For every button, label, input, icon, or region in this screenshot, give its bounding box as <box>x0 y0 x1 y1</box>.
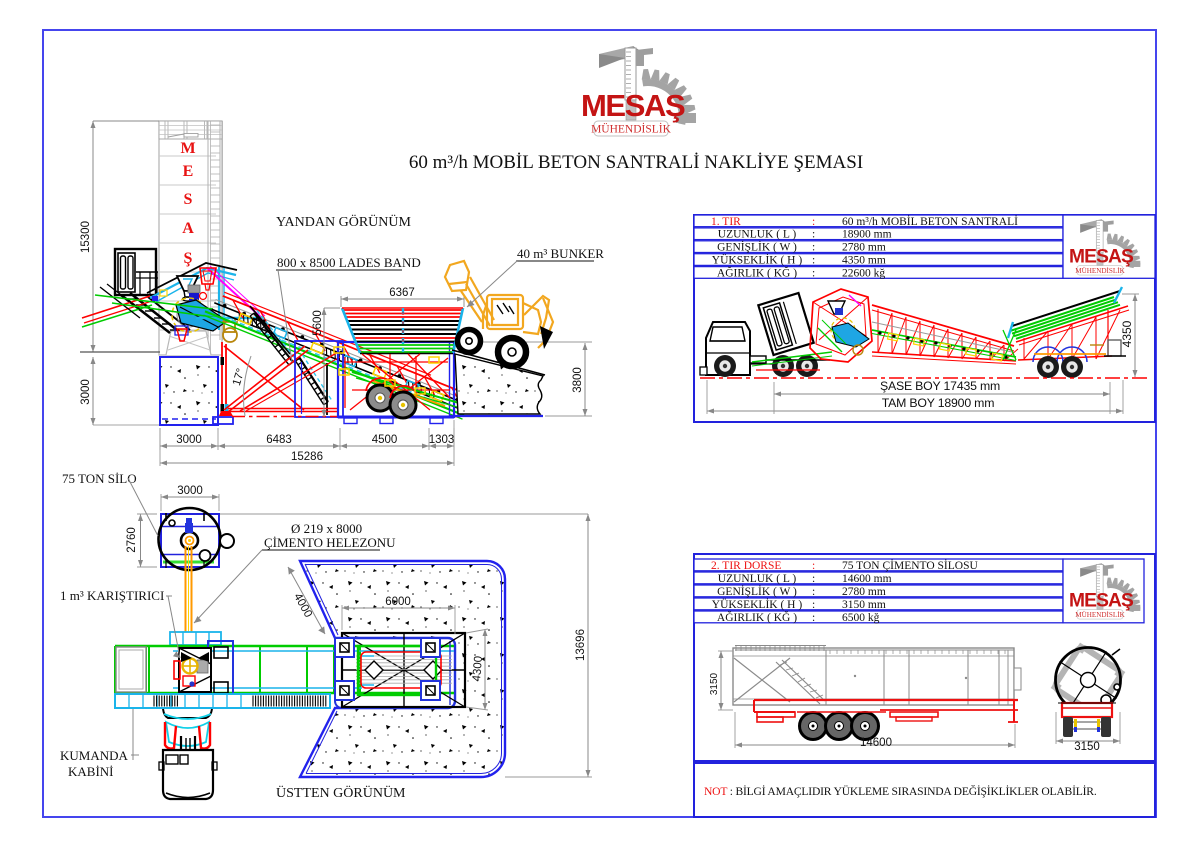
svg-text:UZUNLUK ( L ): UZUNLUK ( L ) <box>718 573 797 585</box>
svg-text:75 TON ÇİMENTO SİLOSU: 75 TON ÇİMENTO SİLOSU <box>842 558 978 572</box>
svg-text:15300: 15300 <box>80 221 92 253</box>
svg-text:3150 mm: 3150 mm <box>842 599 886 611</box>
svg-text::: : <box>812 573 815 585</box>
svg-text:6483: 6483 <box>266 434 292 446</box>
svg-text::: : <box>812 267 815 279</box>
svg-text:TAM BOY 18900 mm: TAM BOY 18900 mm <box>882 396 995 410</box>
svg-text:3000: 3000 <box>80 379 92 405</box>
svg-text:AĞIRLIK ( KĞ ): AĞIRLIK ( KĞ ) <box>717 265 797 279</box>
svg-text:3150: 3150 <box>1074 741 1100 753</box>
svg-text:2780 mm: 2780 mm <box>842 586 886 598</box>
svg-text:60 m³/h MOBİL BETON SANTRALİ: 60 m³/h MOBİL BETON SANTRALİ <box>842 214 1018 228</box>
svg-text:3150: 3150 <box>709 672 720 695</box>
svg-text:15286: 15286 <box>291 451 323 463</box>
svg-text:3000: 3000 <box>177 485 203 497</box>
svg-text::: : <box>812 586 815 598</box>
svg-text:6367: 6367 <box>389 287 415 299</box>
svg-text:UZUNLUK ( L ): UZUNLUK ( L ) <box>718 229 797 241</box>
svg-text:ÜSTTEN GÖRÜNÜM: ÜSTTEN GÖRÜNÜM <box>276 784 406 801</box>
svg-text:1 m³ KARIŞTIRICI: 1 m³ KARIŞTIRICI <box>60 588 164 603</box>
svg-text:22600 kğ: 22600 kğ <box>842 267 885 279</box>
svg-text:M: M <box>180 140 195 157</box>
svg-text:GENİŞLİK ( W ): GENİŞLİK ( W ) <box>717 584 797 598</box>
svg-text:2. TIR DORSE: 2. TIR DORSE <box>711 560 781 572</box>
svg-text:3800: 3800 <box>572 367 584 393</box>
svg-text:KABİNİ: KABİNİ <box>68 764 114 779</box>
svg-text:S: S <box>184 191 193 208</box>
svg-text:ÇİMENTO HELEZONU: ÇİMENTO HELEZONU <box>264 535 396 550</box>
svg-text:A: A <box>182 220 194 237</box>
svg-text:2760: 2760 <box>126 527 138 553</box>
svg-text:YÜKSEKLİK ( H ): YÜKSEKLİK ( H ) <box>712 253 803 267</box>
svg-text::: : <box>812 612 815 624</box>
svg-text:1303: 1303 <box>429 434 455 446</box>
svg-text:Ø 219 x 8000: Ø 219 x 8000 <box>291 521 362 536</box>
svg-text:17°: 17° <box>231 367 248 387</box>
svg-text:5600: 5600 <box>312 310 324 336</box>
svg-text:75 TON SİLO: 75 TON SİLO <box>62 471 137 486</box>
svg-text:6000: 6000 <box>385 596 411 608</box>
svg-text:4350 mm: 4350 mm <box>842 255 886 267</box>
svg-text:13696: 13696 <box>575 629 587 661</box>
svg-text:14600 mm: 14600 mm <box>842 573 892 585</box>
svg-text:E: E <box>183 163 194 180</box>
svg-text:AĞIRLIK ( KĞ ): AĞIRLIK ( KĞ ) <box>717 610 797 624</box>
svg-text:4300: 4300 <box>471 655 485 682</box>
svg-text::: : <box>812 229 815 241</box>
svg-text:800 x 8500 LADES BAND: 800 x 8500 LADES BAND <box>277 255 421 270</box>
svg-text:40 m³ BUNKER: 40 m³ BUNKER <box>517 246 604 261</box>
svg-text:6500 kğ: 6500 kğ <box>842 612 880 624</box>
svg-text::: : <box>812 242 815 254</box>
svg-text::: : <box>812 599 815 611</box>
svg-text:KUMANDA: KUMANDA <box>60 748 129 763</box>
svg-text::: : <box>812 560 815 572</box>
svg-text:60 m³/h MOBİL BETON SANTRALİ N: 60 m³/h MOBİL BETON SANTRALİ NAKLİYE ŞEM… <box>409 152 863 173</box>
svg-text:Ş: Ş <box>184 250 193 267</box>
svg-text:3000: 3000 <box>176 434 202 446</box>
svg-text:2780 mm: 2780 mm <box>842 242 886 254</box>
svg-text:1. TIR: 1. TIR <box>711 216 741 228</box>
svg-text:YANDAN GÖRÜNÜM: YANDAN GÖRÜNÜM <box>276 213 412 230</box>
svg-text:YÜKSEKLİK ( H ): YÜKSEKLİK ( H ) <box>712 597 803 611</box>
svg-text:4350: 4350 <box>1120 320 1134 347</box>
svg-text:ŞASE BOY 17435 mm: ŞASE BOY 17435 mm <box>880 379 1000 393</box>
svg-text::: : <box>812 255 815 267</box>
svg-text:14600: 14600 <box>860 737 892 749</box>
svg-text:NOT : BİLGİ AMAÇLIDIR YÜKLEME: NOT : BİLGİ AMAÇLIDIR YÜKLEME SIRASINDA … <box>704 784 1097 798</box>
svg-text:18900 mm: 18900 mm <box>842 229 892 241</box>
svg-text::: : <box>812 216 815 228</box>
svg-text:GENİŞLİK ( W ): GENİŞLİK ( W ) <box>717 240 797 254</box>
svg-text:4500: 4500 <box>372 434 398 446</box>
